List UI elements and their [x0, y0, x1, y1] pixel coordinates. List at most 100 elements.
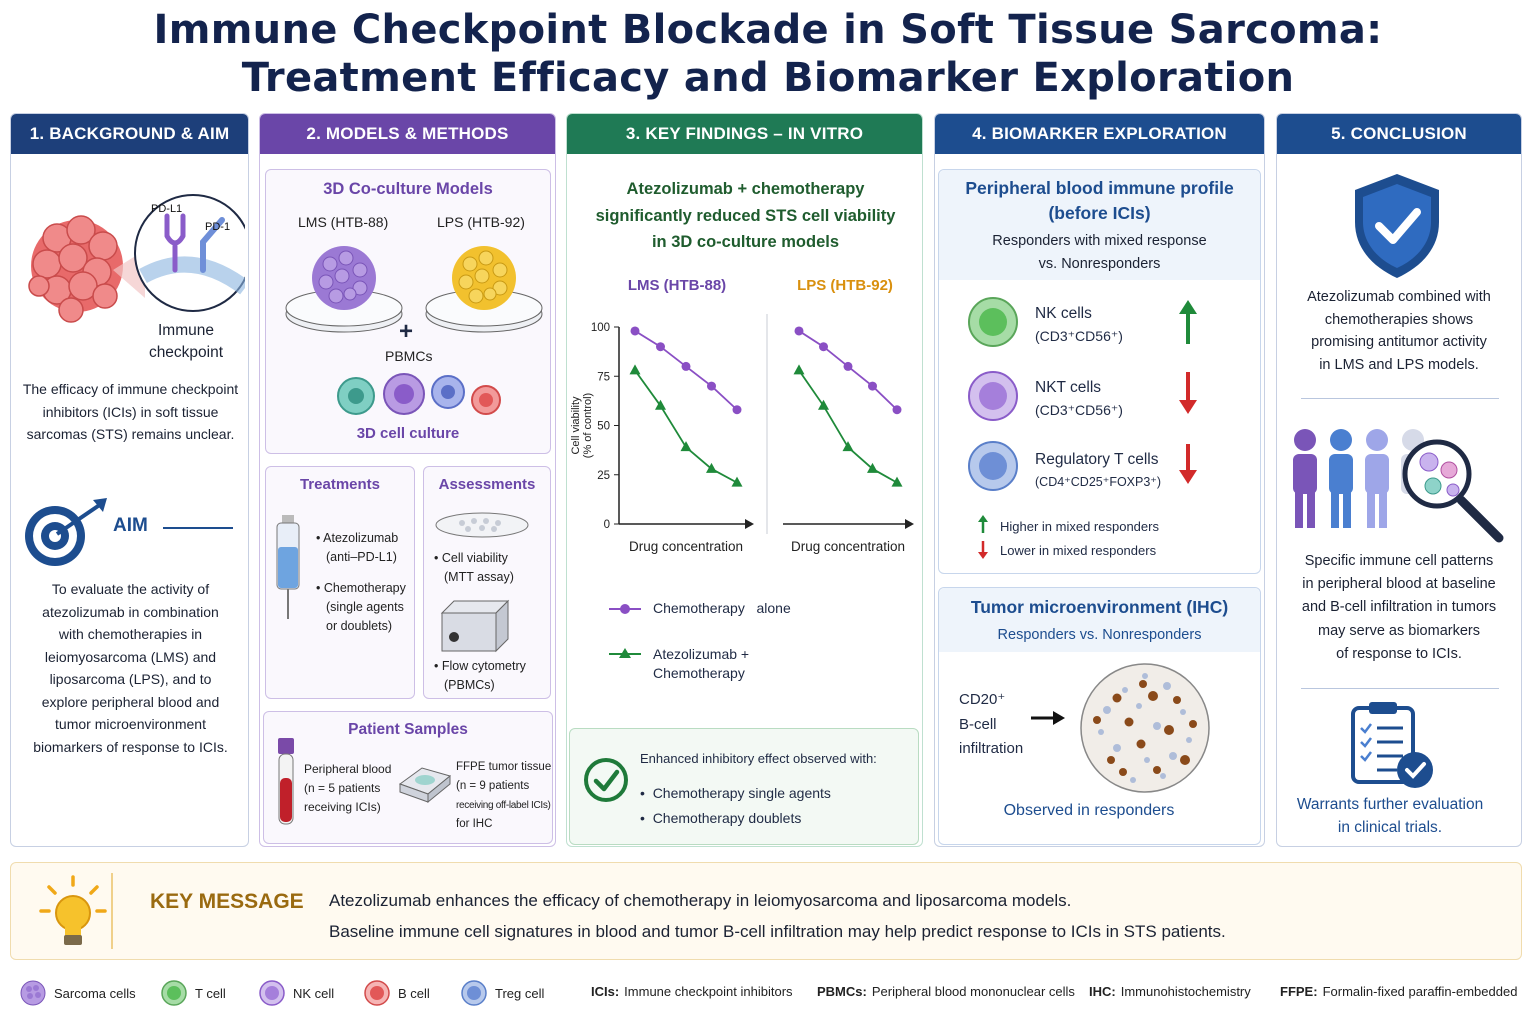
conclusion-header: 5. CONCLUSION — [1277, 114, 1521, 154]
findings-headline: Atezolizumab + chemotherapy significantl… — [595, 180, 896, 251]
abbrev-ffpe: FFPE:Formalin-fixed paraffin-embedded — [1280, 984, 1518, 999]
x-axis-label: Drug concentration — [791, 539, 905, 554]
combo-data-point — [818, 399, 829, 410]
blood-tube-icon — [278, 738, 294, 825]
assessment-flow: • Flow cytometry (PBMCs) — [434, 659, 526, 692]
arrow-right-icon — [1031, 711, 1065, 725]
legend-sarcoma: Sarcoma cells — [20, 980, 136, 1006]
tumor-cluster-icon — [28, 215, 123, 323]
cd20-label: CD20⁺ B-cell infiltration — [959, 691, 1024, 757]
patient-samples-box: Patient Samples Peripheral blood (n = 5 … — [263, 711, 553, 844]
aim-divider — [163, 527, 233, 529]
methods-panel: 2. MODELS & METHODS 3D Co-culture Models… — [259, 113, 556, 847]
legend-treg: Treg cell — [461, 980, 544, 1006]
combo-data-point — [891, 476, 903, 487]
chemo-data-point — [794, 326, 804, 336]
pd1-label: PD-1 — [205, 221, 230, 233]
combo-data-point — [706, 462, 717, 473]
treg-cell-icon — [968, 441, 1018, 491]
chemo-data-point — [843, 361, 853, 371]
page-title: Immune Checkpoint Blockade in Soft Tissu… — [0, 6, 1536, 102]
ffpe-block-icon — [398, 767, 452, 804]
target-icon — [25, 498, 107, 566]
pbmc-cells — [337, 373, 501, 415]
arrow-down-icon — [1179, 372, 1197, 414]
nk-cell-icon — [968, 297, 1018, 347]
lightbulb-icon — [39, 875, 107, 945]
background-header: 1. BACKGROUND & AIM — [11, 114, 248, 154]
chart-title: LPS (HTB-92) — [797, 277, 893, 294]
observed-label: Observed in responders — [1003, 802, 1175, 819]
lms-label: LMS (HTB-88) — [298, 214, 389, 230]
chemo-data-point — [892, 405, 902, 415]
blood-sample-text: Peripheral blood (n = 5 patients receivi… — [304, 762, 392, 814]
treatment-atezo: • Atezolizumab (anti–PD-L1) — [316, 531, 399, 564]
key-message-bar: KEY MESSAGE Atezolizumab enhances the ef… — [10, 862, 1522, 960]
assessments-box: Assessments • Cell viability (MTT assay)… — [423, 466, 551, 699]
tme-sub: Responders vs. Nonresponders — [997, 627, 1202, 643]
clipboard-check-icon — [1351, 702, 1433, 788]
treatments-title: Treatments — [299, 476, 381, 493]
t-cell-icon — [161, 980, 187, 1006]
arrow-up-small-icon — [978, 515, 988, 533]
divider — [1301, 688, 1499, 689]
chemo-data-point — [630, 326, 640, 336]
y-tick-label: 25 — [597, 470, 610, 482]
pdl1-icon — [164, 213, 186, 273]
lps-label: LPS (HTB-92) — [437, 214, 525, 230]
chemo-data-point — [732, 405, 742, 415]
key-divider — [111, 873, 113, 949]
biomarker-panel: 4. BIOMARKER EXPLORATION Peripheral bloo… — [934, 113, 1265, 847]
conclusion-text-3: Warrants further evaluation in clinical … — [1296, 796, 1484, 836]
legend-chemo-marker — [620, 604, 630, 614]
footer-legend: Sarcoma cells T cell NK cell B cell Treg… — [0, 972, 1536, 1012]
pbmc-label: PBMCs — [385, 348, 433, 364]
blood-profile-box: Peripheral blood immune profile (before … — [938, 169, 1261, 574]
combo-data-point — [680, 441, 692, 452]
combo-series-line — [798, 369, 898, 484]
checkpoint-label: Immune checkpoint — [148, 322, 224, 361]
legend-marks — [609, 604, 641, 658]
ihc-stain-image — [1080, 663, 1210, 793]
culture-label: 3D cell culture — [356, 425, 460, 442]
flow-cytometer-icon — [440, 599, 510, 653]
title-line-2: Treatment Efficacy and Biomarker Explora… — [241, 55, 1295, 101]
tme-title: Tumor microenvironment (IHC) — [970, 597, 1229, 617]
tumor-checkpoint-illustration: PD-L1 PD-1 — [28, 194, 245, 323]
coculture-box: 3D Co-culture Models LMS (HTB-88) LPS (H… — [265, 169, 551, 454]
assessments-title: Assessments — [438, 476, 536, 493]
background-panel: 1. BACKGROUND & AIM PD-L1 PD-1 Immune ch… — [10, 113, 249, 847]
combo-series-line — [634, 369, 738, 484]
arrow-up-icon — [1179, 300, 1197, 344]
abbrev-pbmcs: PBMCs:Peripheral blood mononuclear cells — [817, 984, 1075, 999]
legend-tcell: T cell — [161, 980, 226, 1006]
sarcoma-cells-icon — [20, 980, 46, 1006]
biomarker-header: 4. BIOMARKER EXPLORATION — [935, 114, 1264, 154]
methods-header: 2. MODELS & METHODS — [260, 114, 555, 154]
combo-data-point — [867, 462, 878, 473]
arrow-down-icon — [1179, 444, 1197, 484]
aim-text: To evaluate the activity of atezolizumab… — [33, 581, 228, 755]
people-magnifier-icon — [1293, 429, 1504, 543]
blood-profile-title: Peripheral blood immune profile (before … — [965, 178, 1234, 223]
conclusion-panel: 5. CONCLUSION Atezolizumab combined with… — [1276, 113, 1522, 847]
y-tick-label: 75 — [597, 371, 610, 383]
iv-bag-icon — [276, 515, 300, 619]
tme-box: Tumor microenvironment (IHC) Responders … — [938, 587, 1261, 845]
legend-bcell: B cell — [364, 980, 430, 1006]
spheroid-dishes — [285, 246, 543, 333]
magnifier-icon — [1402, 439, 1504, 543]
y-tick-label: 50 — [597, 421, 610, 433]
combo-data-point — [731, 476, 743, 487]
title-line-1: Immune Checkpoint Blockade in Soft Tissu… — [153, 7, 1383, 53]
legend-combo-marker — [619, 648, 631, 658]
y-tick-label: 0 — [604, 519, 610, 531]
lps-spheroid-icon — [452, 246, 516, 310]
effect-title: Enhanced inhibitory effect observed with… — [640, 751, 877, 766]
nk-cell-icon — [259, 980, 285, 1006]
effect-box: Enhanced inhibitory effect observed with… — [569, 728, 919, 845]
legend-arrows — [978, 515, 988, 559]
treatments-box: Treatments • Atezolizumab (anti–PD-L1) •… — [265, 466, 415, 699]
ffpe-sample-text: FFPE tumor tissue (n = 9 patients receiv… — [456, 761, 552, 830]
aim-label: AIM — [113, 515, 148, 536]
